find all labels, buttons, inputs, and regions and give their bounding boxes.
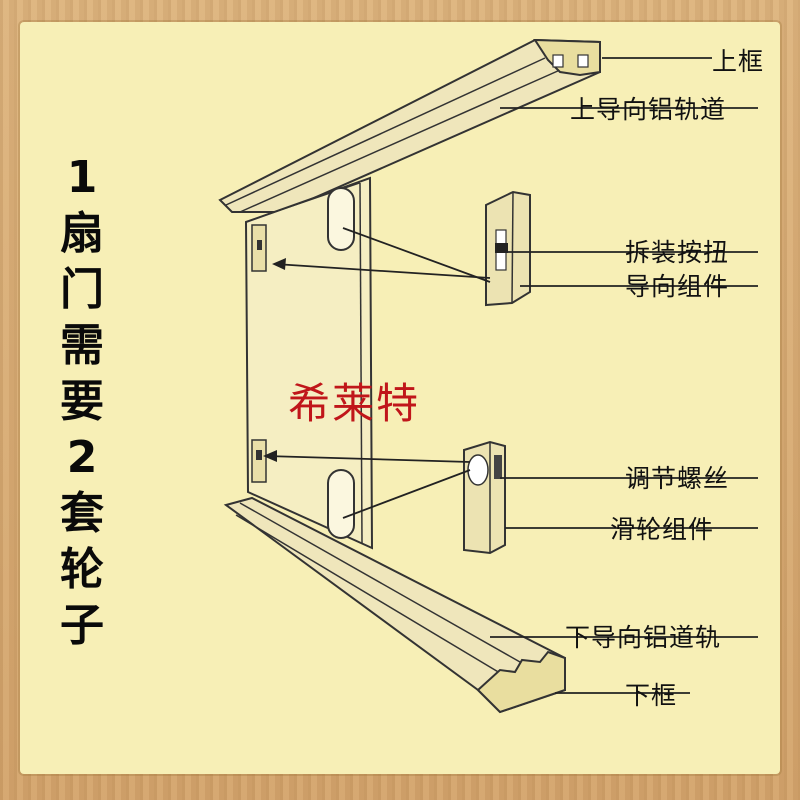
label-adjust-screw: 调节螺丝: [625, 459, 729, 495]
label-upper-track: 上导向铝轨道: [570, 90, 726, 126]
label-release-knob: 拆装按扭: [625, 233, 729, 269]
vertical-caption: 1 扇 门 需 要 2 套 轮 子: [52, 150, 112, 654]
upper-frame-rail: [220, 40, 600, 212]
lower-frame-rail: [226, 498, 565, 712]
roller-assembly-part: [464, 442, 505, 553]
label-top-frame: 上框: [712, 42, 764, 78]
label-guide-assembly: 导向组件: [625, 267, 729, 303]
watermark-text: 希莱特: [288, 370, 420, 431]
label-lower-track: 下导向铝道轨: [565, 618, 721, 654]
guide-assembly-part: [486, 192, 530, 305]
label-roller-assembly: 滑轮组件: [610, 510, 714, 546]
label-bottom-frame: 下框: [625, 676, 677, 712]
door-leaf: [246, 178, 372, 548]
